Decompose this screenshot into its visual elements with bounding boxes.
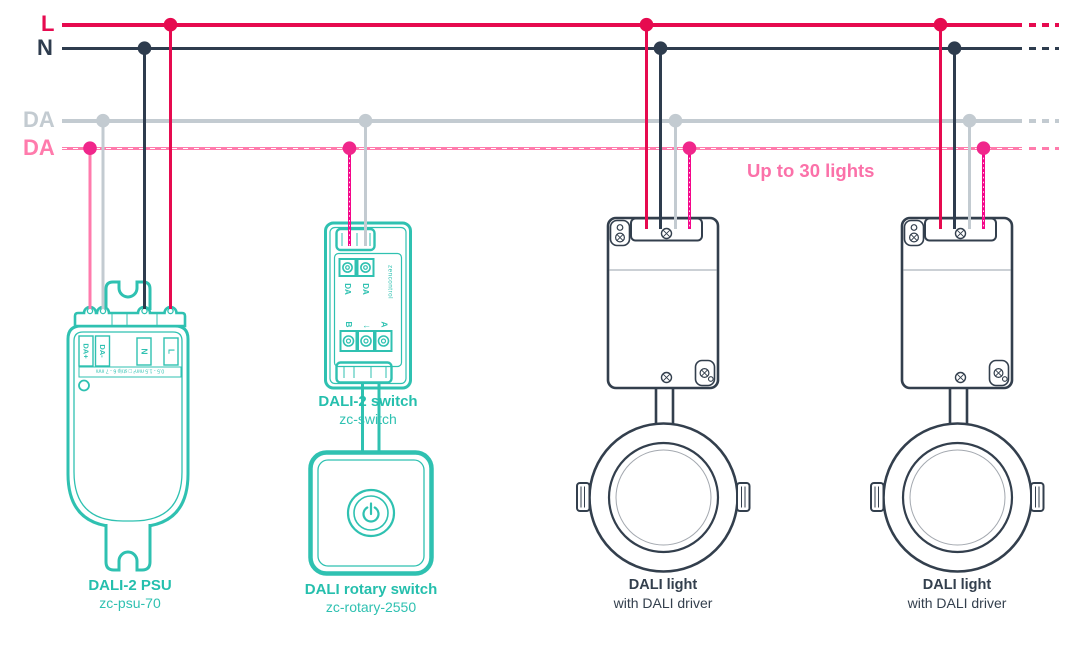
- switch-to-rotary-wires: [361, 382, 381, 455]
- up-to-30-lights-annotation: Up to 30 lights: [747, 160, 875, 181]
- psu-strip-gauge-text: 0.5 - 1.5 mm² □ strip 6 - 7 mm: [96, 368, 165, 374]
- psu-bottom-mount-tab: [104, 524, 152, 572]
- driver2-drop-wires: [939, 25, 985, 229]
- rotary-model-label: zc-rotary-2550: [325, 599, 417, 615]
- psu-terminal-label-n: N: [140, 348, 150, 354]
- live-bus-continuation: [1029, 23, 1059, 27]
- switch-b-terminal: [339, 330, 358, 352]
- power-icon: [362, 506, 380, 523]
- light1-sub-label: with DALI driver: [613, 595, 713, 611]
- dali2-switch-device: DA DA zencontrol B ← A: [324, 221, 412, 390]
- neutral-bus-line: [62, 46, 1022, 50]
- switch-da-terminal: [356, 258, 375, 277]
- psu-top-mount-tab: [104, 280, 152, 310]
- dali-rotary-switch-device: [308, 382, 434, 576]
- switch-terminal-label-a: A: [380, 321, 390, 327]
- da-bus-line: [62, 119, 1022, 123]
- da-control-bus-label: DA: [23, 134, 55, 160]
- switch-drop-wires: [348, 121, 367, 246]
- da-control-bus-continuation: [1029, 146, 1059, 150]
- arrow-left-icon: ←: [362, 320, 371, 330]
- psu-terminal-label-l: L: [167, 349, 177, 354]
- switch-top-cable-entry: [335, 227, 376, 252]
- light2-sub-label: with DALI driver: [907, 595, 1007, 611]
- psu-drop-wires: [88, 25, 172, 309]
- rotary-knob: [346, 488, 396, 538]
- psu-indicator-led: [78, 379, 90, 392]
- psu-name-label: DALI-2 PSU: [88, 577, 172, 594]
- switch-da-terminal: [338, 258, 357, 277]
- da-bus-label: DA: [23, 107, 55, 132]
- light1-name-label: DALI light: [628, 577, 698, 593]
- live-bus-line: [62, 23, 1022, 27]
- rotary-name-label: DALI rotary switch: [304, 581, 438, 598]
- da-control-dash-pattern: [62, 147, 1022, 149]
- driver1-drop-wires: [645, 25, 691, 229]
- switch-body: [324, 221, 412, 390]
- da-control-bus-line: [62, 146, 1022, 150]
- neutral-bus-continuation: [1029, 46, 1059, 50]
- dali2-psu-device: DA+ DA- N L 0.5 - 1.5 mm² □ strip 6 - 7 …: [66, 280, 190, 572]
- psu-model-label: zc-psu-70: [99, 595, 161, 611]
- light2-name-label: DALI light: [922, 577, 992, 593]
- psu-terminal-label-da-plus: DA+: [82, 343, 91, 359]
- psu-terminal-label-da-minus: DA-: [98, 344, 107, 358]
- switch-name-label: DALI-2 switch: [318, 393, 418, 410]
- zencontrol-brand-text: zencontrol: [387, 265, 394, 299]
- switch-terminal-label-da: DA: [343, 283, 352, 295]
- live-bus-label: L: [41, 11, 55, 36]
- switch-terminal-label-b: B: [344, 321, 354, 327]
- junction-dots: [83, 17, 991, 155]
- switch-a-terminal: [374, 330, 393, 352]
- switch-model-label: zc-switch: [339, 411, 397, 427]
- switch-mid-terminal: [357, 330, 375, 352]
- da-bus-continuation: [1029, 119, 1059, 123]
- neutral-bus-label: N: [37, 35, 53, 60]
- switch-terminal-label-da: DA: [361, 283, 370, 295]
